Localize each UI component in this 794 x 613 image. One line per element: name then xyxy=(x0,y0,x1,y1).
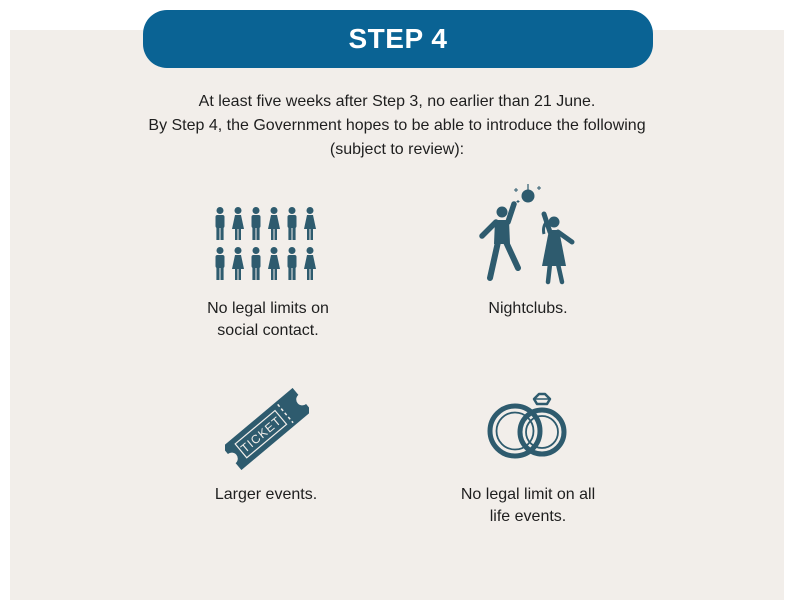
caption-larger-events: Larger events. xyxy=(166,484,366,506)
caption-nightclubs: Nightclubs. xyxy=(428,298,628,320)
intro-line-1: At least five weeks after Step 3, no ear… xyxy=(198,93,596,110)
intro-text: At least five weeks after Step 3, no ear… xyxy=(60,90,734,162)
page-title: STEP 4 xyxy=(348,23,448,54)
caption-life-events: No legal limit on all life events. xyxy=(428,484,628,528)
caption-line: Nightclubs. xyxy=(488,300,568,317)
caption-line: No legal limit on all xyxy=(460,486,596,503)
caption-line: No legal limits on xyxy=(207,300,329,317)
caption-line: social contact. xyxy=(217,322,319,339)
wedding-rings-icon xyxy=(487,392,567,459)
crowd-icon xyxy=(215,207,316,280)
content-panel xyxy=(10,30,784,600)
step-header: STEP 4 xyxy=(143,10,653,68)
caption-social-contact: No legal limits on social contact. xyxy=(168,298,368,342)
ticket-icon: TICKET xyxy=(225,388,309,470)
intro-line-2: By Step 4, the Government hopes to be ab… xyxy=(148,117,646,134)
caption-line: life events. xyxy=(489,508,567,525)
intro-line-3: (subject to review): xyxy=(329,141,465,158)
dancing-people-icon xyxy=(479,184,575,285)
caption-line: Larger events. xyxy=(214,486,318,503)
